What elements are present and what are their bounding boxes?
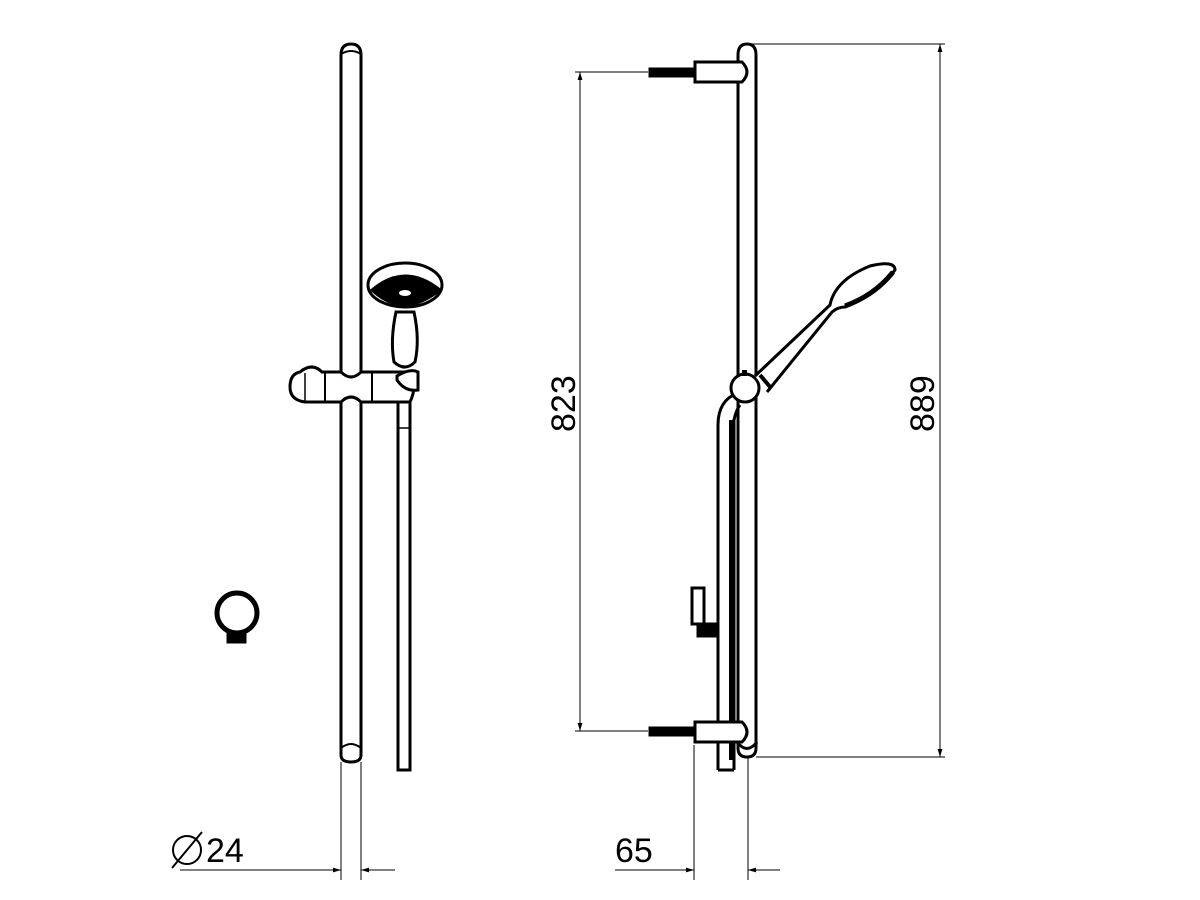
rail-end-cap-bottom — [340, 743, 362, 749]
bottom-bracket — [648, 720, 759, 750]
slide-rail — [339, 42, 363, 764]
hose — [396, 396, 412, 772]
dim-overall-height: 889 — [904, 375, 942, 432]
handshower-side — [753, 262, 897, 393]
slide-rail-side — [736, 42, 758, 759]
top-bracket — [648, 60, 749, 84]
diameter-symbol-icon — [171, 831, 203, 869]
slider — [288, 365, 416, 404]
dimension-lines — [171, 43, 945, 880]
rail-end-cap-top — [340, 50, 362, 55]
wall-outlet-side — [690, 586, 717, 638]
front-view — [214, 42, 444, 772]
dim-bracket-spacing: 823 — [545, 375, 583, 432]
dim-rail-diameter: 24 — [206, 832, 244, 870]
dim-wall-offset: 65 — [615, 832, 653, 870]
ball-joint — [729, 372, 761, 404]
handshower-handle — [390, 310, 419, 369]
wall-outlet — [214, 590, 260, 644]
side-view — [648, 42, 897, 772]
